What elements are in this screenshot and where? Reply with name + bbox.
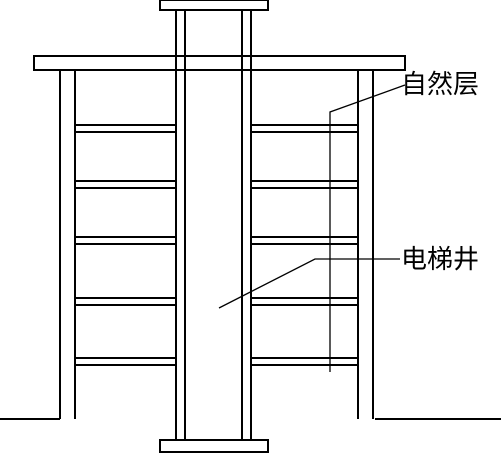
floor-slab — [74, 180, 177, 189]
floor-slab — [250, 297, 359, 306]
elevator-shaft-label: 电梯井 — [401, 245, 479, 275]
natural-floor-leader — [329, 84, 406, 372]
elevator-shaft-leader — [218, 258, 400, 309]
floor-slab — [250, 236, 359, 245]
floor-slabs-right — [250, 124, 359, 366]
left-outer-wall — [59, 70, 76, 419]
natural-floor-label: 自然层 — [401, 70, 479, 100]
floor-slab — [250, 357, 359, 366]
floor-slab — [250, 180, 359, 189]
floor-slab — [250, 124, 359, 133]
roof-slab — [33, 55, 406, 71]
floor-slab — [74, 236, 177, 245]
floor-slab — [74, 124, 177, 133]
floor-slabs-left — [74, 124, 177, 366]
floor-slab — [74, 297, 177, 306]
floor-slab — [74, 357, 177, 366]
shaft-bottom-cap — [159, 439, 269, 453]
shaft-top-cap — [159, 0, 269, 11]
right-outer-wall — [357, 70, 374, 419]
